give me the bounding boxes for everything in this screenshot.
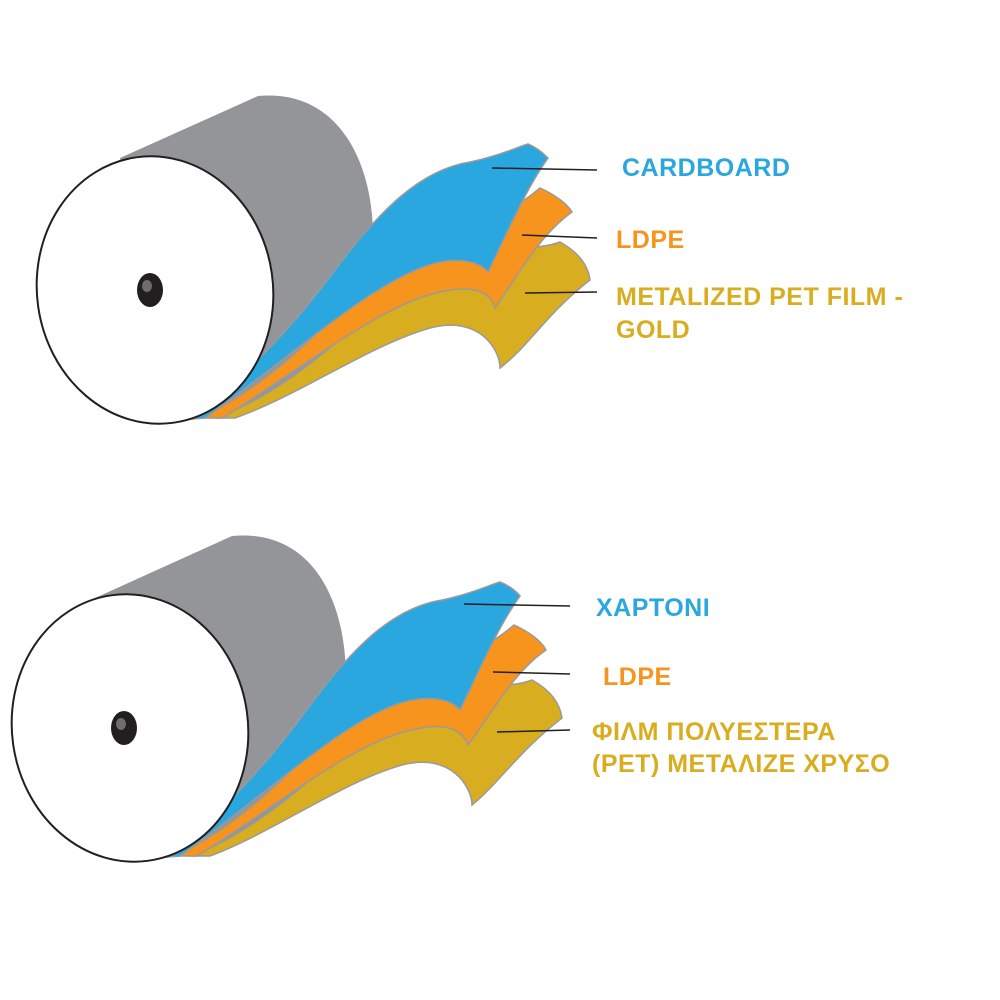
label-metalized-line-1: ΦΙΛΜ ΠΟΛΥΕΣΤΕΡΑ xyxy=(592,718,836,746)
label-ldpe: LDPE xyxy=(616,226,685,254)
roll-core-highlight xyxy=(142,280,152,292)
metalized-leader-line xyxy=(496,729,571,733)
roll-diagram-greek: ΧΑΡΤΟΝΙ LDPE ΦΙΛΜ ΠΟΛΥΕΣΤΕΡΑ (PET) ΜΕΤΑΛ… xyxy=(10,535,890,863)
cardboard-layer xyxy=(154,581,521,859)
cardboard-leader-line xyxy=(491,167,598,171)
label-metalized-line-2: (PET) ΜΕΤΑΛΙΖΕ ΧΡΥΣΟ xyxy=(592,750,890,778)
label-cardboard: CARDBOARD xyxy=(622,154,790,182)
label-cardboard: ΧΑΡΤΟΝΙ xyxy=(596,594,710,622)
roll-diagram-english: CARDBOARD LDPE METALIZED PET FILM - GOLD xyxy=(35,95,903,425)
label-ldpe: LDPE xyxy=(603,663,672,691)
ldpe-leader-line xyxy=(521,234,598,239)
cardboard-leader-line xyxy=(463,603,571,607)
label-metalized-line-2: GOLD xyxy=(616,316,690,344)
cardboard-layer xyxy=(179,143,549,421)
metalized-leader-line xyxy=(524,291,598,294)
roll-core-highlight xyxy=(116,718,126,730)
ldpe-leader-line xyxy=(492,671,571,675)
label-metalized-line-1: METALIZED PET FILM - xyxy=(616,283,903,311)
